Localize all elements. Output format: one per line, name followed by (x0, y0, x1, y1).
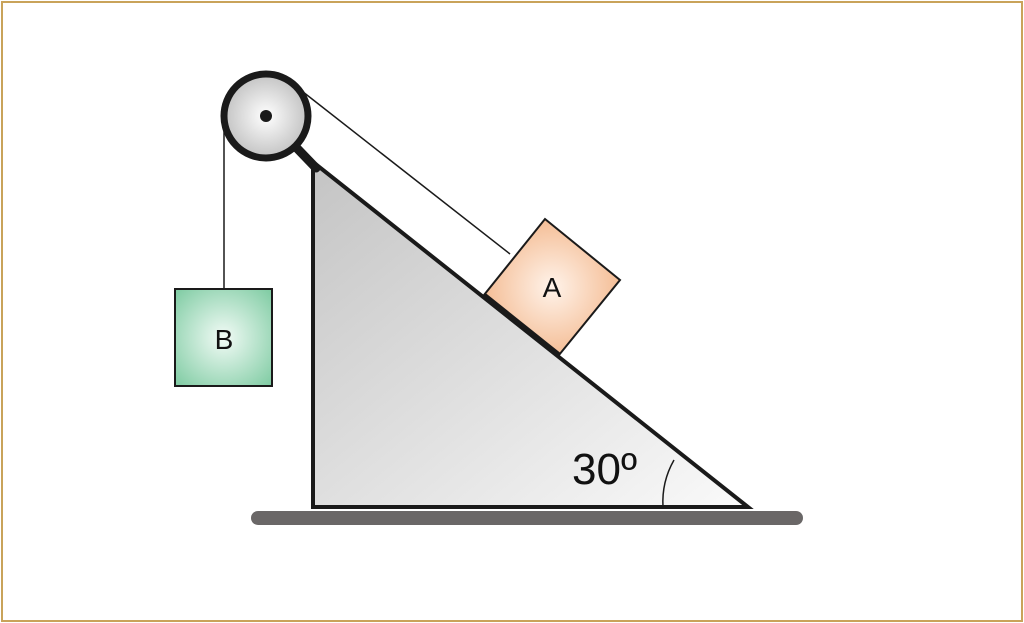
pulley-axle (260, 110, 272, 122)
angle-arc (662, 459, 675, 508)
block-b-label: B (215, 324, 234, 355)
block-b (174, 288, 273, 387)
block-a-contact-edge (482, 293, 561, 357)
block-a-label: A (543, 272, 562, 303)
rope-to-block-a (297, 87, 511, 255)
angle-label: 30º (572, 445, 637, 494)
